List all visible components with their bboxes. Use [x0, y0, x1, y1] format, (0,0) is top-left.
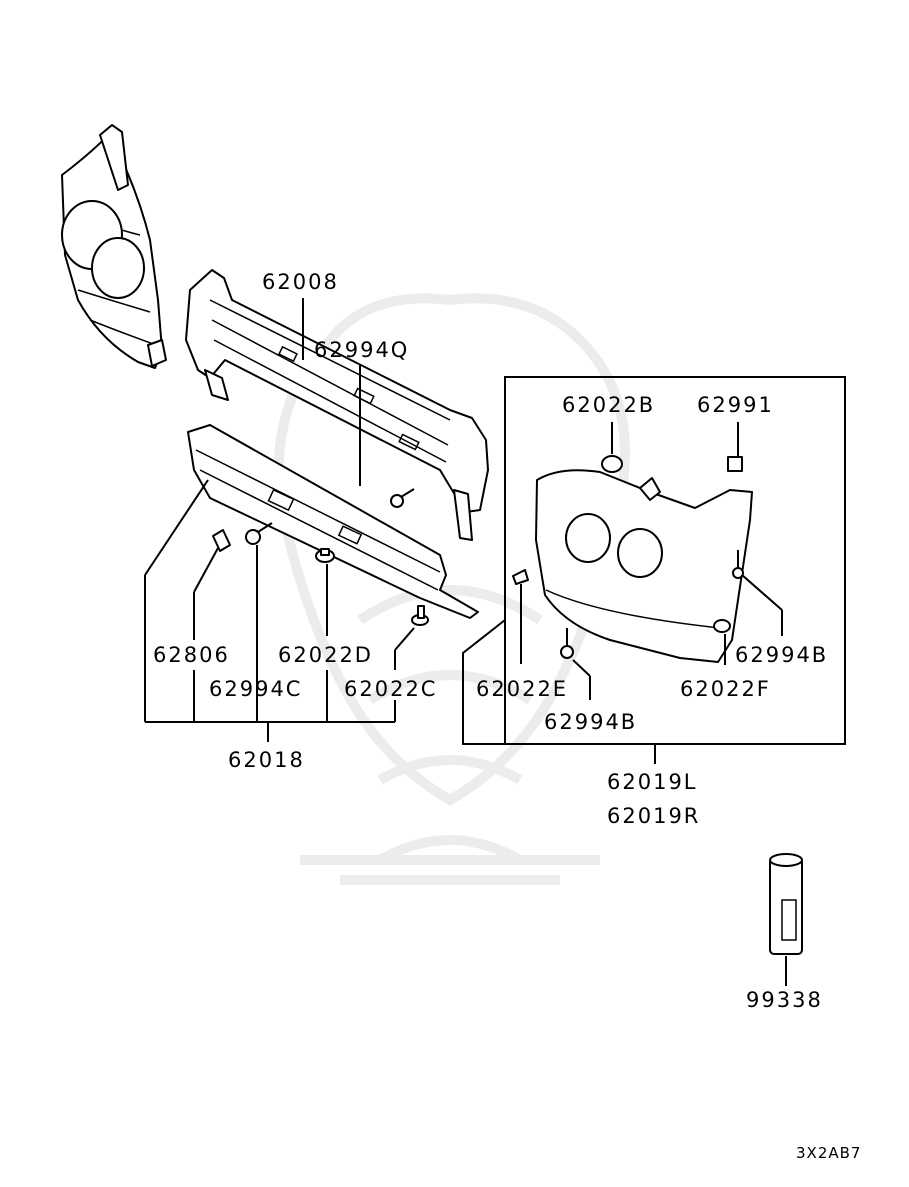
diagram-code: 3X2AB7 — [796, 1144, 861, 1162]
fastener-62994Q-icon — [390, 488, 415, 508]
fastener-62022C-icon — [411, 605, 429, 626]
label-62022F: 62022F — [680, 677, 771, 701]
touch-up-paint-illustration — [769, 853, 803, 955]
label-62994B-bottom: 62994B — [544, 710, 637, 734]
label-62022C: 62022C — [344, 677, 437, 701]
label-62994B-right: 62994B — [735, 643, 828, 667]
front-bumper-illustration — [187, 424, 479, 619]
leader-lines — [144, 298, 787, 986]
label-62019L: 62019L — [607, 770, 698, 794]
label-62991: 62991 — [697, 393, 774, 417]
detail-box — [504, 376, 846, 745]
clip-62022E-icon — [512, 569, 529, 585]
watermark-emblem — [273, 293, 630, 885]
label-62994Q: 62994Q — [314, 338, 409, 362]
fastener-62022D-icon — [315, 548, 335, 563]
label-99338: 99338 — [746, 988, 823, 1012]
corner-panel-illustration — [535, 469, 753, 663]
bolt-62994B-right-icon — [732, 550, 744, 579]
radiator-grille-illustration — [61, 124, 167, 369]
fastener-62994C-icon — [245, 522, 273, 545]
nut-62991-icon — [727, 456, 743, 472]
label-62806: 62806 — [153, 643, 230, 667]
label-62019R: 62019R — [607, 804, 700, 828]
label-62022E: 62022E — [476, 677, 568, 701]
clip-62022B-icon — [601, 455, 623, 473]
label-62994C: 62994C — [209, 677, 302, 701]
fastener-62806-icon — [212, 529, 231, 552]
bolt-62994B-bottom-icon — [560, 628, 574, 659]
bumper-reinforcement-illustration — [185, 269, 489, 541]
label-62008: 62008 — [262, 270, 339, 294]
label-62018: 62018 — [228, 748, 305, 772]
label-62022D: 62022D — [278, 643, 373, 667]
label-62022B: 62022B — [562, 393, 655, 417]
clip-62022F-icon — [713, 619, 731, 633]
